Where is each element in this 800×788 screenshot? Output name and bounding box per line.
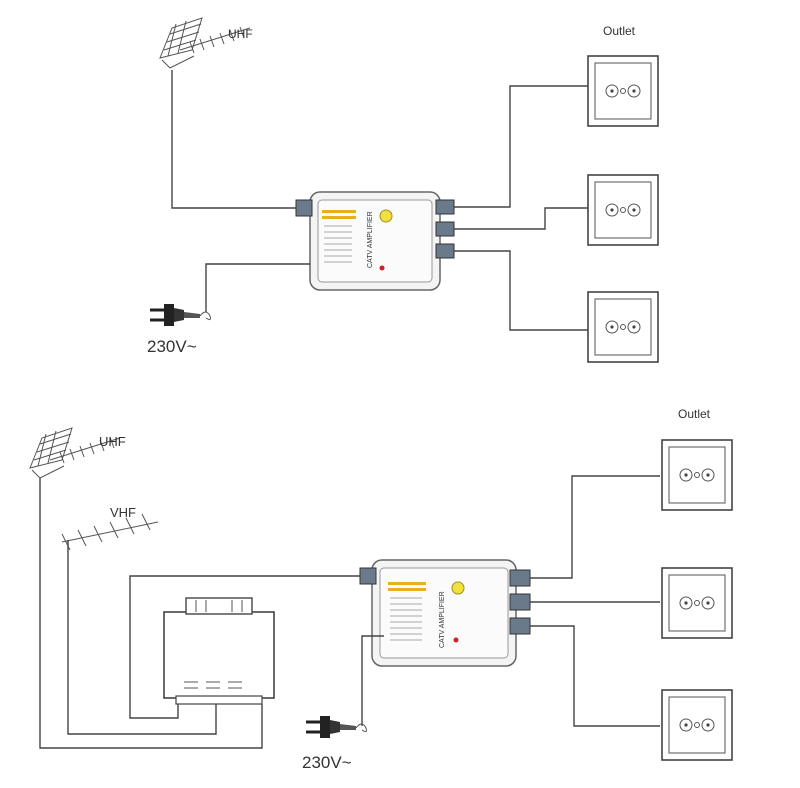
vhf-cable — [67, 540, 217, 735]
power-label: 230V~ — [302, 753, 352, 772]
outlet-label: Outlet — [678, 407, 711, 421]
vhf-label: VHF — [110, 505, 136, 520]
output-cable-3 — [454, 250, 588, 331]
outlet-label: Outlet — [603, 24, 636, 38]
uhf-label: UHF — [99, 434, 126, 449]
power-plug-icon — [148, 302, 212, 328]
outlet-1 — [661, 439, 733, 511]
vhf-antenna-icon — [61, 513, 159, 551]
outlet-2 — [661, 567, 733, 639]
amplifier-model-text: CATV AMPLIFIER — [367, 211, 374, 268]
outlet-2 — [587, 174, 659, 246]
combiner-output-cable — [129, 575, 364, 719]
output-cable-3 — [530, 625, 660, 727]
catv-amplifier: CATV AMPLIFIER — [359, 559, 531, 667]
outlet-1 — [587, 55, 659, 127]
power-cord — [361, 635, 384, 726]
power-plug-icon — [304, 714, 368, 740]
amplifier-model-text: CATV AMPLIFIER — [439, 591, 446, 648]
outlet-3 — [661, 689, 733, 761]
antenna-cable — [171, 70, 302, 209]
combiner-box — [163, 597, 275, 705]
uhf-antenna-icon — [159, 17, 251, 69]
output-cable-1 — [454, 85, 588, 208]
output-cable-2 — [454, 207, 588, 230]
top-diagram: UHF Outlet CATV AMPLIFIER — [147, 17, 659, 363]
power-label: 230V~ — [147, 337, 197, 356]
catv-amplifier: CATV AMPLIFIER — [295, 191, 455, 291]
power-cord — [205, 263, 310, 312]
output-cable-1 — [530, 475, 660, 579]
uhf-cable — [39, 478, 263, 749]
outlet-3 — [587, 291, 659, 363]
bottom-diagram: UHF VHF Outlet CATV AMPL — [29, 407, 733, 772]
uhf-label: UHF — [228, 27, 253, 41]
